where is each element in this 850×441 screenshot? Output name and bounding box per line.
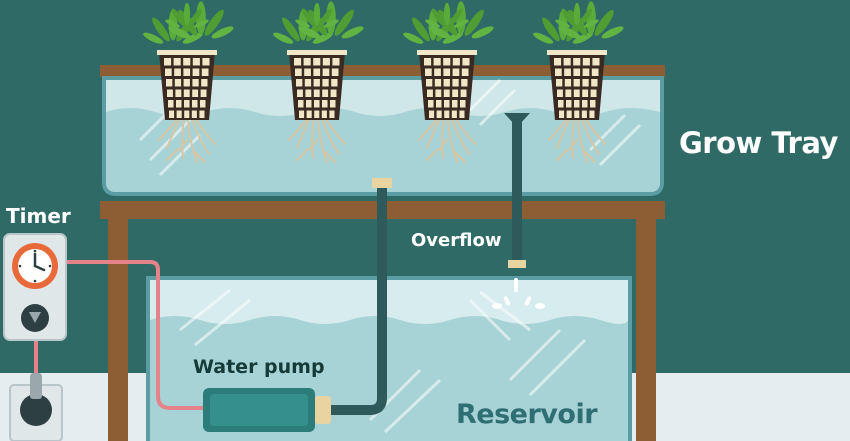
overflow-label: Overflow [411, 230, 502, 251]
overflow-pipe [492, 113, 545, 309]
plant-roots [158, 117, 216, 163]
timer-device [3, 233, 67, 341]
tray-rim [100, 65, 665, 77]
grow-tray-label: Grow Tray [679, 126, 838, 160]
plant-roots [288, 117, 346, 163]
plant-roots [548, 117, 606, 163]
plant [401, 1, 495, 163]
timer-label: Timer [6, 204, 71, 228]
plant [271, 1, 365, 163]
net-pot [417, 50, 477, 120]
table-leg-left [108, 218, 128, 441]
supply-pipe [325, 178, 392, 415]
plant-leaves [531, 1, 625, 46]
plants [141, 1, 625, 163]
net-pot [157, 50, 217, 120]
plant [531, 1, 625, 163]
water-pump-label: Water pump [193, 356, 325, 378]
plant-leaves [271, 1, 365, 46]
water-splash [492, 278, 545, 309]
plant-roots [418, 117, 476, 163]
wall-socket [9, 373, 63, 441]
plant [141, 1, 235, 163]
reservoir-label: Reservoir [456, 399, 598, 430]
table-leg-right [636, 218, 656, 441]
pipe-fitting [372, 178, 392, 188]
timer-cables [34, 260, 205, 410]
plant-leaves [401, 1, 495, 46]
water-pump [203, 388, 331, 432]
plant-leaves [141, 1, 235, 46]
clock-icon [33, 252, 46, 272]
net-pot [287, 50, 347, 120]
net-pot [547, 50, 607, 120]
